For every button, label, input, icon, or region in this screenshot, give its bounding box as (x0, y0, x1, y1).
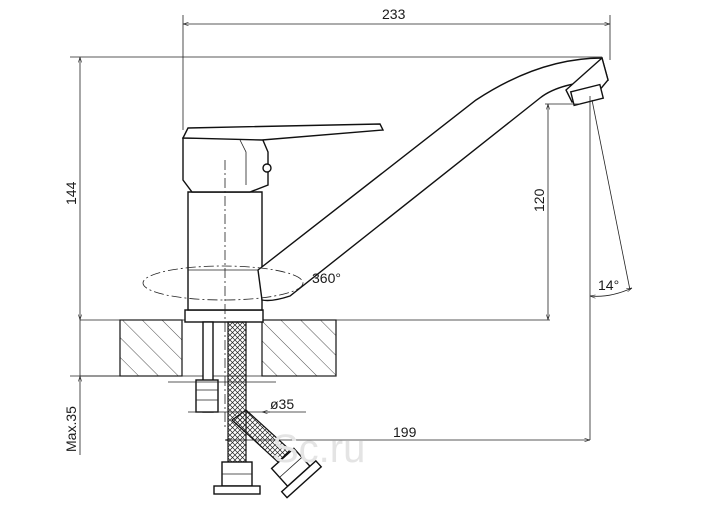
aerator (569, 83, 605, 107)
dim-spout-height: 120 (531, 103, 580, 320)
dim-spout-height-label: 120 (531, 188, 547, 212)
watermark: Sc.ru (272, 427, 365, 471)
dim-diameter-label: ø35 (270, 396, 294, 412)
indicator-screw (262, 163, 272, 173)
spout (257, 56, 609, 302)
dim-angle-label: 14° (598, 277, 619, 293)
hose-straight (227, 321, 247, 463)
base-flange (184, 309, 264, 323)
dim-height-label: 144 (63, 181, 79, 205)
hose-angled (231, 409, 291, 463)
cartridge-block (182, 137, 269, 193)
fixing-nut (195, 379, 219, 413)
countertop-section (80, 319, 550, 377)
dim-thickness-label: Max.35 (63, 406, 79, 452)
flexible-hoses (213, 321, 323, 499)
rotation-label: 360° (312, 270, 341, 286)
dim-reach-label: 199 (393, 424, 417, 440)
dim-total-height: 144 (63, 56, 602, 320)
spout-tube (257, 57, 609, 302)
mounting-hardware (168, 321, 276, 413)
rotation-ellipse (142, 265, 304, 301)
lever-handle (181, 123, 385, 141)
dim-total-width: 233 (182, 6, 611, 130)
dim-max-thickness: Max.35 (63, 320, 120, 455)
dim-spout-angle: 14° (589, 96, 632, 440)
dim-pipe-diameter: ø35 (188, 396, 306, 412)
dim-spout-reach: 199 (225, 424, 590, 440)
dim-width-label: 233 (382, 6, 406, 22)
